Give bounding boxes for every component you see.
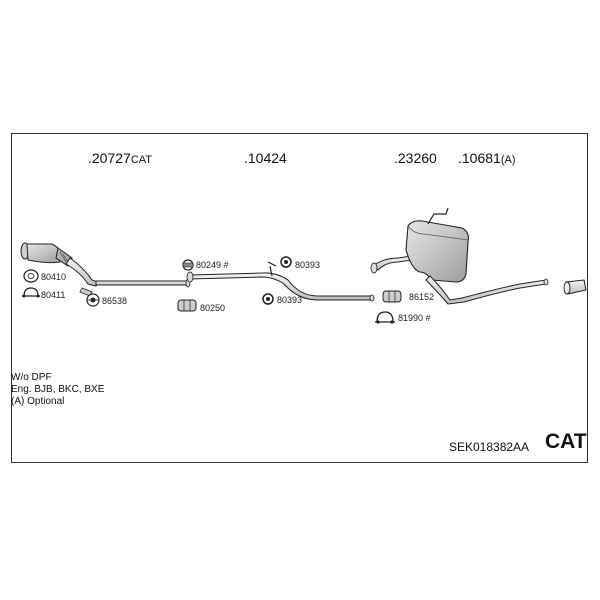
clamp-icon[interactable] [375,311,395,324]
kit-code: SEK018382AA [449,440,530,454]
part-label-middle-pipe: .10424 [244,150,287,166]
rear-muffler-icon[interactable] [370,207,549,305]
note-line: (A) Optional [11,396,65,407]
category-badge: CAT [545,430,587,453]
gasket-ring-icon[interactable] [177,299,197,312]
hardware-label: 86152 [409,292,435,302]
note-line: W/o DPF [11,372,52,383]
gasket-ring-icon[interactable] [382,290,402,303]
part-label-catalyst: .20727CAT [88,150,153,166]
hardware-label: 86538 [102,296,128,306]
exhaust-pipe-icon[interactable] [95,261,375,302]
catalytic-converter-icon[interactable] [20,242,99,297]
clamp-icon[interactable] [22,287,40,298]
tailpipe-tip-icon[interactable] [563,279,587,295]
hardware-label: 81990 # [398,313,431,323]
clamp-icon[interactable] [182,259,194,271]
hardware-label: 80250 [200,303,226,313]
part-label-tailpipe: .10681(A) [458,150,516,166]
hardware-label: 80393 [295,260,321,270]
hardware-label: 80410 [41,272,67,282]
note-line: Eng. BJB, BKC, BXE [11,384,105,395]
part-label-rear-muffler: .23260 [394,150,437,166]
rubber-hanger-icon[interactable] [280,256,292,268]
rubber-hanger-icon[interactable] [262,293,274,305]
hardware-label: 80411 [41,290,66,300]
diagram-frame [11,133,588,463]
hardware-label: 80249 # [196,260,229,270]
clamp-icon[interactable] [86,293,100,307]
hardware-label: 80393 [277,295,303,305]
gasket-ring-icon[interactable] [23,269,39,283]
